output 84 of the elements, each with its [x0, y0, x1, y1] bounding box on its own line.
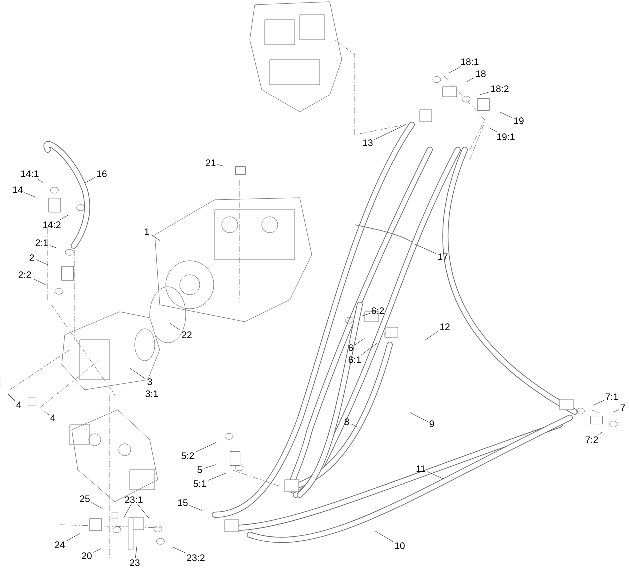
- callout-number: 10: [395, 542, 405, 550]
- callout-number: 7:1: [606, 394, 618, 400]
- callout-number: 2:2: [18, 272, 32, 278]
- leader-line: [427, 472, 445, 480]
- callout-number: 6:2: [372, 308, 384, 314]
- callout-number: 16: [97, 170, 107, 178]
- callout-number: 23:2: [187, 554, 205, 562]
- callout-number: 18:1: [461, 58, 479, 66]
- callout-number: 19: [514, 118, 524, 124]
- callout-number: 20: [82, 552, 92, 560]
- callout-number: 19:1: [497, 134, 515, 140]
- leader-line: [489, 128, 498, 132]
- leader-line: [93, 548, 102, 553]
- leader-line: [374, 124, 407, 140]
- leader-line: [32, 278, 47, 286]
- callout-number: 11: [416, 466, 426, 472]
- leader-line: [415, 244, 437, 254]
- leader-line: [449, 66, 462, 74]
- leader-line: [479, 92, 490, 96]
- callout-number: 6: [348, 344, 354, 352]
- callout-number: 25: [80, 496, 90, 502]
- callout-number: 23:1: [125, 496, 143, 504]
- leader-line: [374, 530, 394, 542]
- callout-number: 4: [16, 402, 22, 408]
- leader-line: [196, 442, 217, 452]
- leader-line: [8, 394, 16, 402]
- leader-line: [150, 234, 160, 241]
- callout-number: 23: [130, 560, 140, 566]
- callout-number: 1: [145, 228, 150, 236]
- leader-line: [593, 400, 604, 406]
- callout-number: 14: [13, 186, 23, 194]
- callout-number: 5:1: [194, 480, 206, 488]
- leader-line: [50, 246, 57, 248]
- callout-number: 13: [363, 140, 373, 146]
- leader-line: [466, 78, 475, 82]
- callout-number: 21: [206, 160, 216, 166]
- callout-number: 15: [178, 500, 188, 506]
- leader-line: [362, 313, 370, 316]
- leader-line: [361, 343, 378, 356]
- leader-line: [66, 534, 80, 542]
- callout-number: 5:2: [182, 452, 194, 460]
- leader-line: [135, 546, 138, 558]
- leader-line: [170, 323, 181, 331]
- callout-number: 12: [440, 324, 450, 330]
- callout-number: 7:2: [586, 436, 598, 444]
- leader-line: [500, 112, 513, 118]
- leader-line: [124, 504, 132, 518]
- callout-number: 22: [182, 332, 192, 338]
- callout-number: 24: [55, 542, 65, 548]
- callout-number: 7: [620, 404, 626, 412]
- callout-number: 14:1: [21, 170, 39, 178]
- leader-line: [410, 412, 428, 422]
- leader-line: [173, 547, 186, 554]
- callout-number: 3: [148, 378, 152, 386]
- callout-number: 8: [344, 418, 350, 426]
- leader-line: [138, 504, 150, 519]
- callout-number: 18: [476, 70, 486, 78]
- callout-number: 17: [438, 254, 448, 260]
- leader-line: [424, 331, 439, 341]
- leader-line: [85, 177, 96, 184]
- leader-line: [598, 432, 602, 436]
- leader-line: [613, 410, 620, 413]
- leader-line: [354, 338, 366, 346]
- leader-line: [130, 368, 146, 380]
- callout-number: 4: [50, 414, 56, 422]
- leader-line: [24, 192, 37, 198]
- leader-line: [350, 424, 358, 428]
- callout-number: 2:1: [36, 240, 48, 246]
- leader-line: [44, 411, 50, 416]
- leader-line: [208, 473, 227, 481]
- leader-line: [60, 214, 70, 221]
- leader-line: [91, 502, 104, 510]
- leader-line: [204, 464, 217, 469]
- callout-number: 6:1: [348, 356, 362, 364]
- leader-line: [36, 260, 50, 266]
- callout-number: 18:2: [491, 86, 509, 92]
- callout-number: 9: [430, 420, 434, 428]
- callout-number: 5: [198, 466, 202, 474]
- leader-line: [217, 164, 224, 167]
- leader-line: [189, 505, 203, 512]
- callout-number: 2: [30, 254, 34, 262]
- callout-number: 3:1: [146, 390, 158, 398]
- callout-number: 14:2: [43, 222, 61, 228]
- leader-line: [36, 178, 44, 183]
